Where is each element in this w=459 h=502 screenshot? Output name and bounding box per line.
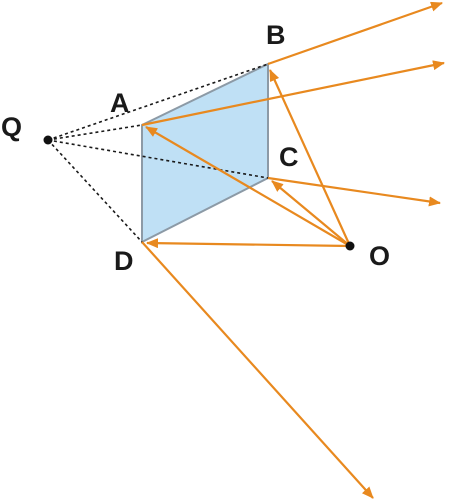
dotted-line-q-d <box>47 139 143 243</box>
label-a: A <box>110 88 130 118</box>
dotted-line-q-b <box>47 63 269 141</box>
label-o: O <box>369 241 390 271</box>
dotted-line-q-a <box>47 124 143 141</box>
label-d: D <box>114 246 134 276</box>
quadrilateral-abcd <box>141 62 269 244</box>
ray-o-to-d <box>146 238 351 249</box>
label-c: C <box>279 142 299 172</box>
ray-o-to-a <box>145 126 351 247</box>
point-q <box>43 135 53 145</box>
ray-a-outward <box>141 60 445 127</box>
ray-d-outward <box>141 241 374 499</box>
ray-b-outward <box>267 1 443 66</box>
point-o <box>345 241 355 251</box>
ray-o-to-b <box>268 69 352 247</box>
label-q: Q <box>1 112 22 142</box>
ray-c-outward <box>267 176 441 207</box>
dotted-line-q-c <box>47 139 269 179</box>
label-b: B <box>266 20 286 50</box>
ray-o-to-c <box>271 180 351 247</box>
